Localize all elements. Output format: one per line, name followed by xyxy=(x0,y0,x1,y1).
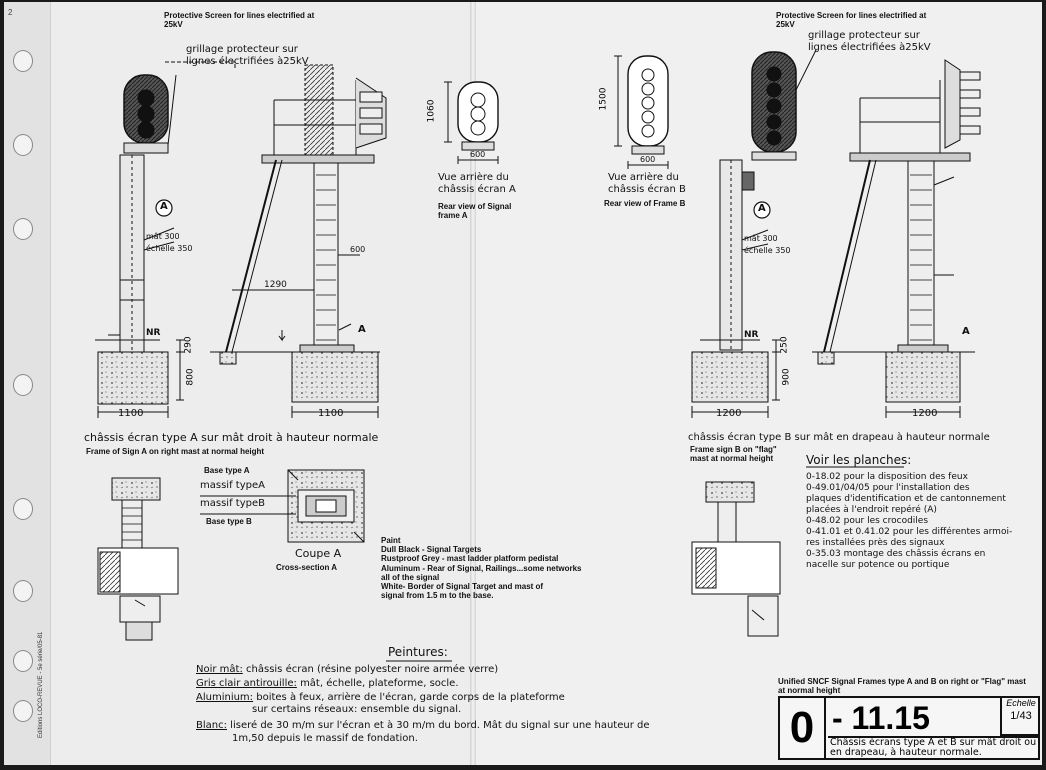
signal-b-front-view xyxy=(691,49,817,418)
voir-line: 0-41.01 et 0.41.02 pour les différentes … xyxy=(806,527,1013,537)
binder-hole xyxy=(13,650,33,672)
voir-line: 0-49.01/04/05 pour l'installation des xyxy=(806,483,970,493)
peintures-line: sur certains réseaux: ensemble du signal… xyxy=(252,704,462,715)
peintures-list: Noir mât: châssis écran (résine polyeste… xyxy=(196,664,666,747)
peintures-line: Gris clair antirouille: mât, échelle, pl… xyxy=(196,678,459,689)
protective-screen-caption-left: Protective Screen for lines electrified … xyxy=(164,11,315,30)
binder-hole xyxy=(13,134,33,156)
plate-number: - 11.15 xyxy=(832,700,930,736)
voir-line: placées à l'endroit repéré (A) xyxy=(806,505,937,515)
base-detail-right xyxy=(691,481,781,637)
nr-label-right: NR xyxy=(744,330,759,340)
rear-a-height: 1060 xyxy=(426,99,437,123)
nr-label-left: NR xyxy=(146,328,161,338)
section-a-marker-left: A xyxy=(358,324,366,335)
mast-label-right: mât 300 xyxy=(744,234,778,243)
binder-hole xyxy=(13,374,33,396)
rear-b-caption-fr: Vue arrière du châssis écran B xyxy=(608,172,686,195)
page-spine xyxy=(470,2,476,765)
scale-value: 1/43 xyxy=(1010,710,1032,722)
paint-notes-en: Paint Dull Black - Signal Targets Rustpr… xyxy=(381,536,582,601)
dim-290: 290 xyxy=(183,336,194,354)
base-type-b-label: Base type B xyxy=(206,517,252,526)
title-block-caption: Châssis écrans type A et B sur mât droit… xyxy=(828,736,1038,758)
massif-type-a: massif typeA xyxy=(200,480,265,491)
voir-line: plaques d'identification et de cantonnem… xyxy=(806,494,1006,504)
dim-900: 900 xyxy=(781,368,792,386)
rear-b-height: 1500 xyxy=(598,87,609,111)
rear-a-width: 600 xyxy=(470,150,486,159)
frame-a-caption-fr: châssis écran type A sur mât droit à hau… xyxy=(84,431,379,444)
frame-a-caption-en: Frame of Sign A on right mast at normal … xyxy=(86,447,265,456)
callout-a-right: A xyxy=(758,203,766,214)
dim-1290: 1290 xyxy=(264,280,287,290)
dim-250: 250 xyxy=(779,336,790,354)
scale-label: Echelle xyxy=(1006,698,1036,708)
ladder-label-right: échelle 350 xyxy=(744,246,791,255)
dim-1200-right: 1200 xyxy=(912,408,938,419)
peintures-line: Noir mât: châssis écran (résine polyeste… xyxy=(196,664,499,675)
section-a-marker-right: A xyxy=(962,326,970,337)
signal-a-side-view xyxy=(210,64,387,418)
signal-b-side-view xyxy=(812,59,981,418)
peintures-line: Aluminium: boites à feux, arrière de l'é… xyxy=(196,692,565,703)
rear-a-caption-en: Rear view of Signal frame A xyxy=(438,202,512,221)
peintures-line: Blanc: liseré de 30 m/m sur l'écran et à… xyxy=(196,720,650,731)
callout-a-left: A xyxy=(160,201,168,212)
voir-line: 0-35.03 montage des châssis écrans en xyxy=(806,549,986,559)
frame-b-caption-en: Frame sign B on "flag" mast at normal he… xyxy=(690,445,777,464)
page-number: 2 xyxy=(8,8,13,17)
voir-line: 0-18.02 pour la disposition des feux xyxy=(806,472,968,482)
scale-box: Echelle 1/43 xyxy=(1000,698,1040,736)
voir-planches-title: Voir les planches: xyxy=(806,453,912,467)
dim-1100-left: 1100 xyxy=(118,408,144,419)
dim-1200-left: 1200 xyxy=(716,408,742,419)
title-block: 0 - 11.15 Echelle 1/43 Châssis écrans ty… xyxy=(778,696,1040,760)
voir-planches-list: 0-18.02 pour la disposition des feux 0-4… xyxy=(806,472,1034,571)
left-page xyxy=(4,2,472,765)
peintures-title: Peintures: xyxy=(388,645,448,659)
cross-section-a xyxy=(200,469,365,543)
ladder-label-left: échelle 350 xyxy=(146,244,193,253)
grillage-caption-left: grillage protecteur sur lignes électrifi… xyxy=(186,44,309,67)
rear-view-b xyxy=(614,55,669,169)
peintures-line: 1m,50 depuis le massif de fondation. xyxy=(232,733,418,744)
rear-a-caption-fr: Vue arrière du châssis écran A xyxy=(438,172,516,195)
rear-b-caption-en: Rear view of Frame B xyxy=(604,199,686,208)
binder-hole xyxy=(13,50,33,72)
base-detail-left xyxy=(97,477,179,641)
frame-b-caption-fr: châssis écran type B sur mât en drapeau … xyxy=(688,432,990,443)
title-block-english: Unified SNCF Signal Frames type A and B … xyxy=(778,677,1026,696)
voir-line: nacelle sur potence ou portique xyxy=(806,560,950,570)
signal-a-front-view xyxy=(95,61,236,418)
protective-screen-caption-right: Protective Screen for lines electrified … xyxy=(776,11,927,30)
massif-type-b: massif typeB xyxy=(200,498,265,509)
dim-600: 600 xyxy=(350,245,366,254)
binder-hole xyxy=(13,498,33,520)
rear-view-a xyxy=(444,81,499,164)
voir-line: 0-48.02 pour les crocodiles xyxy=(806,516,929,526)
voir-line: res installées près des signaux xyxy=(806,538,945,548)
binder-hole xyxy=(13,700,33,722)
cross-section-label: Cross-section A xyxy=(276,563,338,572)
grillage-caption-right: grillage protecteur sur lignes électrifi… xyxy=(808,30,931,53)
dim-800: 800 xyxy=(185,368,196,386)
series-number: 0 xyxy=(780,698,826,758)
binder-hole xyxy=(13,218,33,240)
dim-1100-right: 1100 xyxy=(318,408,344,419)
rear-b-width: 600 xyxy=(640,155,656,164)
coupe-a-label: Coupe A xyxy=(295,547,342,560)
binder-hole xyxy=(13,580,33,602)
mast-label-left: mât 300 xyxy=(146,232,180,241)
base-type-a-label: Base type A xyxy=(204,466,250,475)
